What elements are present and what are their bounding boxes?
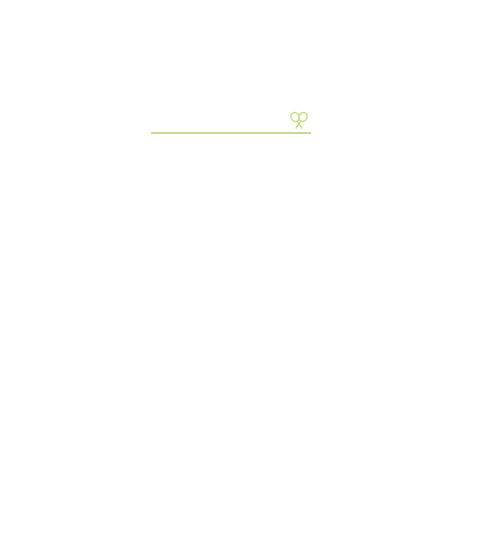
crossed-rackets-icon	[289, 111, 309, 129]
content-card	[151, 80, 311, 268]
card-header	[151, 80, 311, 134]
card-body	[151, 134, 311, 268]
